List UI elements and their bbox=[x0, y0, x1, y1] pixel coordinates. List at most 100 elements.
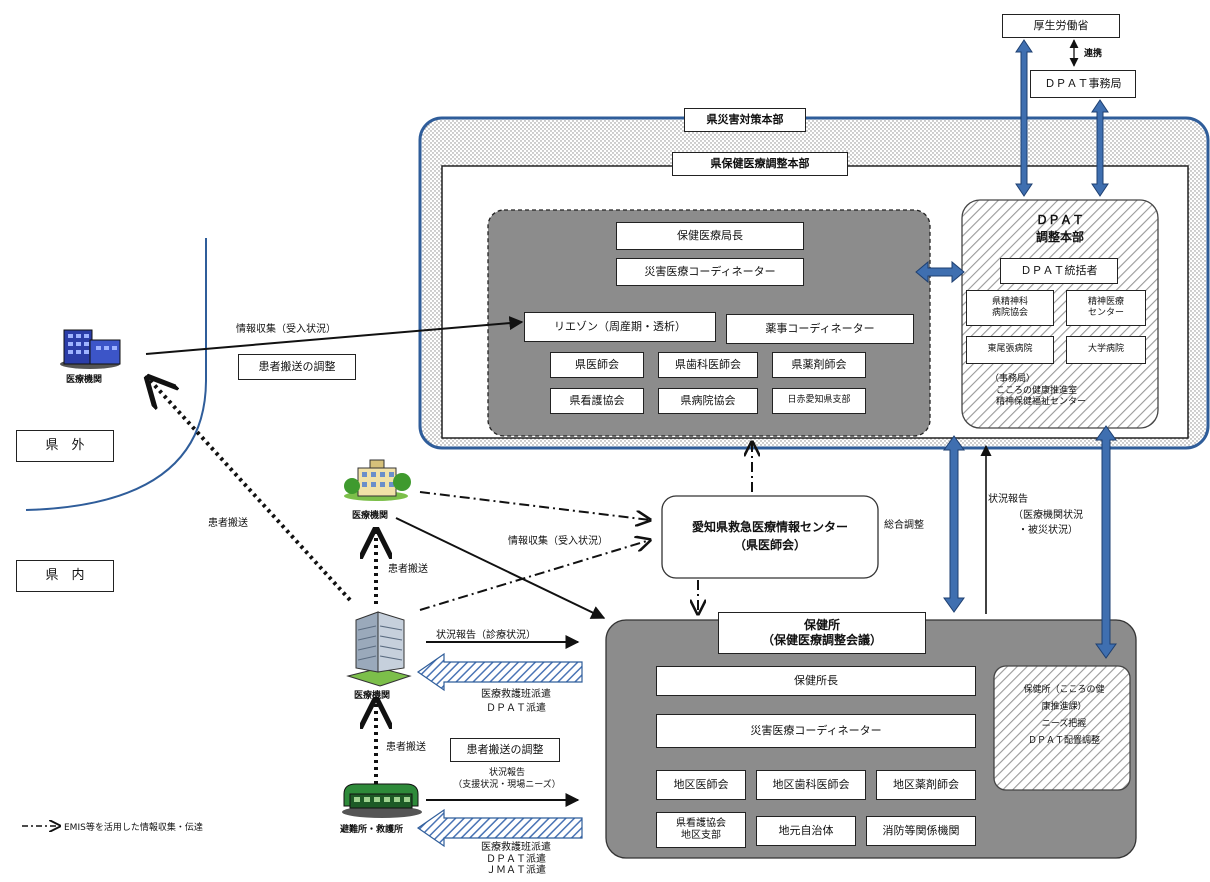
transport-low-label: 患者搬送 bbox=[386, 742, 426, 753]
org-nursing-assoc: 県看護協会 bbox=[550, 388, 644, 414]
dispatch-2-labels: 医療救護班派遣 ＤＰＡＴ派遣 ＪＭＡＴ派遣 bbox=[456, 842, 576, 877]
info-center-frame bbox=[661, 495, 879, 579]
status-report-right-line3: ・被災状況） bbox=[1018, 525, 1078, 536]
dispatch-arrow-2 bbox=[416, 808, 583, 848]
renkei-label: 連携 bbox=[1084, 49, 1103, 59]
transport-left-label: 患者搬送 bbox=[208, 518, 248, 529]
mental-health-notes: 保健所（こころの健 康推進課） ニーズ把握 ＤＰＡＴ配置調整 bbox=[1000, 682, 1128, 750]
dispatch-1-line1: 医療救護班派遣 bbox=[481, 689, 551, 700]
higashio-label: 東尾張病院 bbox=[987, 344, 1033, 355]
status-report-hospital-label: 状況報告（診療状況） bbox=[436, 630, 536, 641]
org-pharm-assoc: 県薬剤師会 bbox=[772, 352, 866, 378]
pref-hq-title: 県災害対策本部 bbox=[684, 108, 806, 132]
transport-mid-label: 患者搬送 bbox=[388, 564, 428, 575]
dpat-office-box: ＤＰＡＴ事務局 bbox=[1030, 70, 1136, 98]
hc-nursing-branch-label: 地区支部 bbox=[681, 830, 721, 841]
org-red-cross: 日赤愛知県支部 bbox=[772, 388, 866, 414]
dispatch-1-labels: 医療救護班派遣 ＤＰＡＴ派遣 bbox=[456, 688, 576, 716]
dpat-hq-title-line2: 調整本部 bbox=[1035, 230, 1084, 244]
disaster-coord-box: 災害医療コーディネーター bbox=[616, 258, 804, 286]
hc-org-fire: 消防等関係機関 bbox=[866, 816, 976, 846]
status-report-shelter-line2: （支援状況・現場ニーズ） bbox=[453, 779, 561, 790]
status-report-right-line1: 状況報告 bbox=[988, 494, 1028, 505]
mental-line1: 保健所（こころの健 bbox=[1023, 685, 1105, 695]
hc-org-pharm: 地区薬剤師会 bbox=[876, 770, 976, 800]
health-hq-label: 県保健医療調整本部 bbox=[710, 157, 810, 171]
shelter-icon bbox=[342, 783, 422, 818]
hc-org-municipality: 地元自治体 bbox=[756, 816, 856, 846]
hc-org-medical: 地区医師会 bbox=[656, 770, 746, 800]
dpat-leader-label: ＤＰＡＴ統括者 bbox=[1020, 264, 1098, 278]
info-center-line1: 愛知県救急医療情報センター bbox=[691, 520, 848, 534]
hc-org-nursing: 県看護協会 地区支部 bbox=[656, 812, 746, 848]
dpat-hq-title: ＤＰＡＴ 調整本部 bbox=[990, 208, 1130, 248]
dispatch-2-line3: ＪＭＡＴ派遣 bbox=[486, 865, 546, 876]
hospital-main-icon bbox=[346, 611, 412, 687]
info-collect-mid-label: 情報収集（受入状況） bbox=[508, 536, 608, 547]
info-center-box: 愛知県救急医療情報センター （県医師会） bbox=[664, 512, 876, 560]
org-label: 県医師会 bbox=[575, 358, 619, 372]
mhlw-box: 厚生労働省 bbox=[1002, 14, 1120, 38]
dpat-hq-frame bbox=[961, 199, 1159, 429]
university-hospital-box: 大学病院 bbox=[1066, 336, 1146, 364]
mental-line2: 康推進課） bbox=[1041, 702, 1087, 713]
shelter-label: 避難所・救護所 bbox=[340, 825, 404, 835]
org-label: 県歯科医師会 bbox=[675, 358, 741, 372]
health-center-title: 保健所 （保健医療調整会議） bbox=[718, 612, 926, 654]
org-label: 県薬剤師会 bbox=[791, 358, 847, 372]
blue-double-arrows bbox=[915, 39, 1117, 659]
psych-center-line1: 精神医療 bbox=[1087, 296, 1124, 307]
psych-assoc-line2: 病院協会 bbox=[991, 308, 1028, 318]
transport-adjust-low-box: 患者搬送の調整 bbox=[450, 738, 560, 762]
psych-center-box: 精神医療 センター bbox=[1066, 290, 1146, 326]
dpat-hq-title-line1: ＤＰＡＴ bbox=[1035, 213, 1084, 227]
hc-disaster-coord-label: 災害医療コーディネーター bbox=[750, 724, 882, 738]
status-report-shelter-labels: 状況報告 （支援状況・現場ニーズ） bbox=[432, 768, 582, 791]
hc-org-label: 地区医師会 bbox=[673, 778, 729, 792]
mental-line3: ニーズ把握 bbox=[1041, 719, 1087, 730]
hospital-to-hc-arrow bbox=[395, 517, 606, 619]
org-medical-assoc: 県医師会 bbox=[550, 352, 644, 378]
dpat-office-label: ＤＰＡＴ事務局 bbox=[1044, 77, 1122, 91]
pharm-coord-label: 薬事コーディネーター bbox=[765, 322, 875, 336]
hc-org-label: 県看護協会 bbox=[676, 817, 726, 829]
liaison-label: リエゾン（周産期・透析） bbox=[554, 320, 686, 334]
university-label: 大学病院 bbox=[1087, 344, 1124, 355]
hc-org-label: 地区薬剤師会 bbox=[893, 778, 959, 792]
mental-health-frame bbox=[993, 665, 1131, 791]
transport-adjust-low-label: 患者搬送の調整 bbox=[466, 743, 544, 757]
hc-disaster-coord-box: 災害医療コーディネーター bbox=[656, 714, 976, 748]
outside-pref-label: 県 外 bbox=[45, 437, 85, 453]
hc-title-line1: 保健所 bbox=[803, 618, 840, 632]
hc-org-dental: 地区歯科医師会 bbox=[756, 770, 866, 800]
hc-director-box: 保健所長 bbox=[656, 666, 976, 696]
inside-pref-box: 県 内 bbox=[16, 560, 114, 592]
hc-org-label: 消防等関係機関 bbox=[882, 824, 960, 838]
psych-assoc-box: 県精神科 病院協会 bbox=[966, 290, 1054, 326]
transport-adjust-top-label: 患者搬送の調整 bbox=[258, 360, 336, 374]
hc-director-label: 保健所長 bbox=[794, 674, 838, 688]
dpat-leader-box: ＤＰＡＴ統括者 bbox=[1000, 258, 1118, 284]
hospital-mid-label: 医療機関 bbox=[352, 511, 389, 521]
higashio-hospital-box: 東尾張病院 bbox=[966, 336, 1054, 364]
dispatch-1-line2: ＤＰＡＴ派遣 bbox=[486, 703, 546, 714]
emis-arrow-2 bbox=[419, 540, 650, 611]
liaison-box: リエゾン（周産期・透析） bbox=[524, 312, 716, 342]
psych-center-line2: センター bbox=[1087, 308, 1124, 318]
health-director-box: 保健医療局長 bbox=[616, 222, 804, 250]
org-label: 県看護協会 bbox=[569, 394, 625, 408]
emis-arrow-1 bbox=[419, 491, 650, 520]
pref-hq-label: 県災害対策本部 bbox=[706, 113, 784, 127]
status-report-right-labels: 状況報告 （医療機関状況 ・被災状況） bbox=[988, 492, 1108, 539]
dpat-office-note-line3: 精神保健福祉センター bbox=[996, 397, 1087, 408]
dpat-office-note: （事務局） こころの健康推進室 精神保健福祉センター bbox=[990, 374, 1140, 409]
inside-pref-label: 県 内 bbox=[45, 567, 85, 583]
mental-line4: ＤＰＡＴ配置調整 bbox=[1027, 736, 1100, 747]
hospital-main-label: 医療機関 bbox=[354, 691, 391, 701]
org-dental-assoc: 県歯科医師会 bbox=[658, 352, 758, 378]
org-hospital-assoc: 県病院協会 bbox=[658, 388, 758, 414]
disaster-coord-label: 災害医療コーディネーター bbox=[644, 265, 776, 279]
health-hq-title: 県保健医療調整本部 bbox=[672, 152, 848, 176]
status-report-right-line2: （医療機関状況 bbox=[1013, 509, 1083, 521]
dpat-office-note-line1: （事務局） bbox=[990, 374, 1036, 384]
